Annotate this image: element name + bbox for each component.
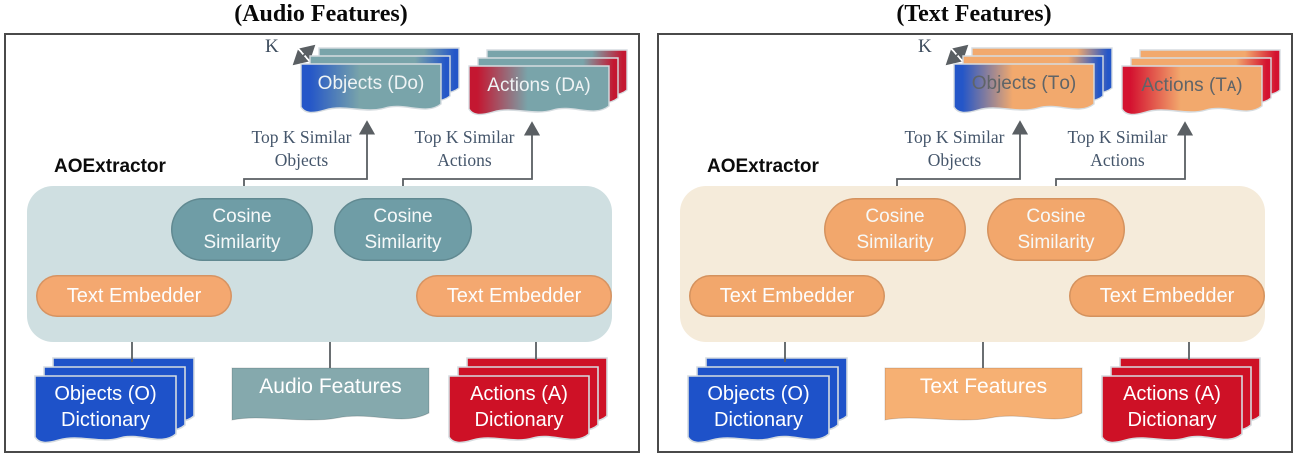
cosine-line2: Similarity — [1017, 231, 1095, 253]
topk-actions-label: Top K Similar Actions — [382, 126, 547, 172]
topk-actions-line2: Actions — [437, 150, 492, 170]
audio-features-panel: (Audio Features) — [4, 0, 640, 456]
cosine-similarity-node-right: Cosine Similarity — [987, 198, 1125, 261]
cosine-line1: Cosine — [1026, 205, 1086, 227]
topk-objects-label: Top K Similar Objects — [219, 126, 384, 172]
cosine-line2: Similarity — [364, 231, 442, 253]
cosine-line2: Similarity — [856, 231, 934, 253]
objects-result-label: Objects (Tᴏ) — [971, 73, 1077, 94]
topk-objects-line1: Top K Similar — [251, 127, 352, 147]
objects-dict-line1: Objects (O) — [54, 383, 157, 405]
aoextractor-label: AOExtractor — [707, 156, 819, 177]
actions-dict-line1: Actions (A) — [470, 383, 568, 405]
actions-result-label: Actions (Dᴀ) — [487, 75, 591, 96]
cosine-similarity-node-right: Cosine Similarity — [334, 198, 472, 261]
objects-dictionary-label: Objects (O) Dictionary — [688, 381, 829, 433]
text-embedder-node-left: Text Embedder — [689, 275, 885, 317]
cosine-line1: Cosine — [212, 205, 272, 227]
features-input-label: Text Features — [919, 375, 1048, 398]
actions-result-label: Actions (Tᴀ) — [1141, 75, 1243, 96]
objects-dict-line2: Dictionary — [61, 409, 150, 431]
actions-dict-line2: Dictionary — [474, 409, 564, 431]
topk-objects-line2: Objects — [927, 150, 982, 170]
topk-objects-label: Top K Similar Objects — [872, 126, 1037, 172]
topk-actions-line2: Actions — [1090, 150, 1145, 170]
cosine-line1: Cosine — [373, 205, 433, 227]
actions-dictionary-label: Actions (A) Dictionary — [1102, 381, 1242, 433]
text-embedder-node-right: Text Embedder — [1069, 275, 1265, 317]
cosine-line1: Cosine — [865, 205, 925, 227]
aoextractor-label: AOExtractor — [54, 156, 166, 177]
aoextractor-container — [680, 186, 1265, 342]
aoextractor-container — [27, 186, 612, 342]
cosine-line2: Similarity — [203, 231, 281, 253]
topk-actions-line1: Top K Similar — [414, 127, 515, 147]
topk-actions-label: Top K Similar Actions — [1035, 126, 1200, 172]
k-count-label: K — [265, 36, 279, 57]
text-features-panel: (Text Features) — [657, 0, 1293, 456]
panel-title: (Audio Features) — [234, 1, 408, 27]
topk-objects-line1: Top K Similar — [904, 127, 1005, 147]
actions-dict-line1: Actions (A) — [1123, 383, 1221, 405]
topk-actions-line1: Top K Similar — [1067, 127, 1168, 147]
panel-title: (Text Features) — [896, 1, 1052, 27]
k-count-label: K — [918, 36, 932, 57]
features-input-label: Audio Features — [259, 375, 402, 398]
objects-result-label: Objects (Dᴏ) — [317, 73, 425, 94]
cosine-similarity-node-left: Cosine Similarity — [171, 198, 313, 261]
topk-objects-line2: Objects — [274, 150, 329, 170]
objects-dict-line2: Dictionary — [714, 409, 803, 431]
text-embedder-node-left: Text Embedder — [36, 275, 232, 317]
objects-dictionary-label: Objects (O) Dictionary — [35, 381, 176, 433]
text-embedder-node-right: Text Embedder — [416, 275, 612, 317]
actions-dict-line2: Dictionary — [1127, 409, 1217, 431]
cosine-similarity-node-left: Cosine Similarity — [824, 198, 966, 261]
objects-dict-line1: Objects (O) — [707, 383, 810, 405]
actions-dictionary-label: Actions (A) Dictionary — [449, 381, 589, 433]
